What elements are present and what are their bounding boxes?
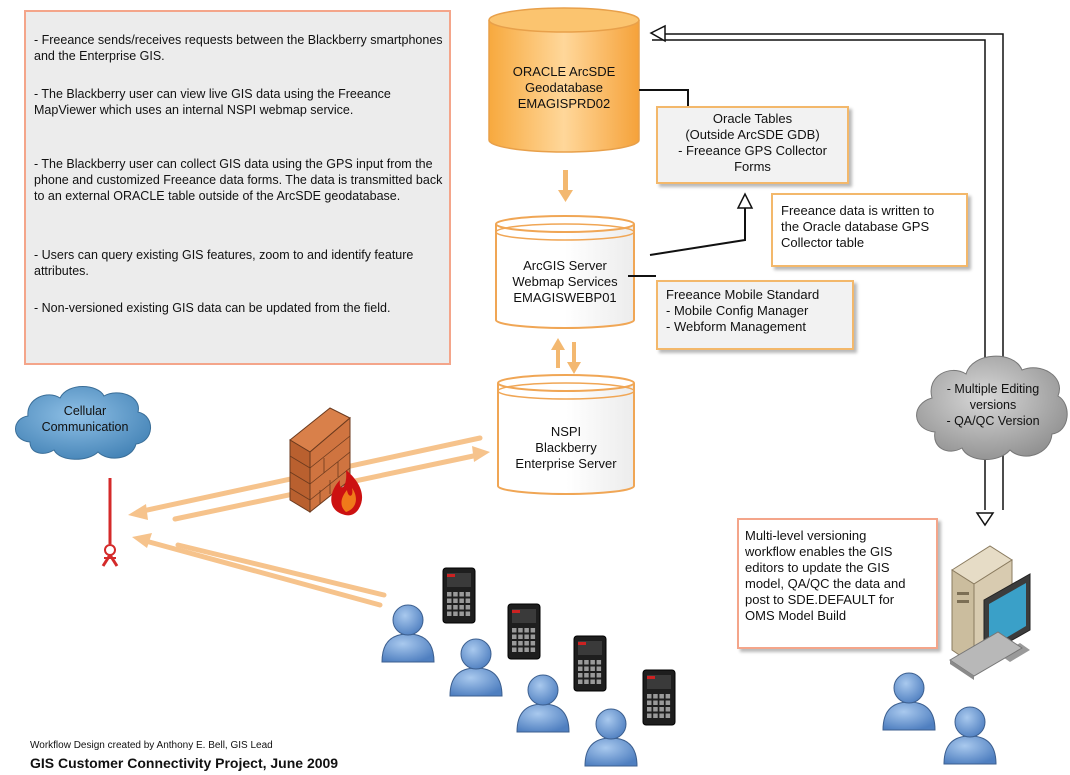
- network-arrowheads: [128, 446, 490, 548]
- blackberry-phones: [442, 567, 676, 726]
- cellular-cloud-icon: [15, 386, 151, 460]
- notes-box: - Freeance sends/receives requests betwe…: [24, 10, 451, 365]
- user-icon: [449, 638, 503, 697]
- versions-cloud-icon: [916, 355, 1068, 460]
- connector-lines: [628, 89, 746, 277]
- footer-title: GIS Customer Connectivity Project, June …: [30, 755, 339, 771]
- note-2: - The Blackberry user can view live GIS …: [34, 87, 391, 117]
- blackberry-phone-icon: [573, 635, 607, 692]
- oracle-tables-box: Oracle Tables(Outside ArcSDE GDB)- Freea…: [656, 106, 849, 184]
- versioning-flow-lines: [652, 33, 1004, 510]
- arrowhead-to-oracle: [649, 24, 666, 43]
- nspi-server-cylinder: [497, 374, 635, 495]
- note-3: - The Blackberry user can collect GIS da…: [34, 157, 443, 203]
- blackberry-phone-icon: [642, 669, 676, 726]
- blackberry-phone-icon: [442, 567, 476, 624]
- users: [381, 604, 997, 767]
- user-icon: [882, 672, 936, 731]
- mobile-standard-box: Freeance Mobile Standard- Mobile Config …: [656, 280, 854, 350]
- note-5: - Non-versioned existing GIS data can be…: [34, 301, 391, 315]
- user-icon: [943, 706, 997, 765]
- arcgis-server-cylinder: [495, 215, 635, 329]
- user-icon: [516, 674, 570, 733]
- user-icon: [584, 708, 638, 767]
- note-1: - Freeance sends/receives requests betwe…: [34, 33, 443, 63]
- blackberry-phone-icon: [507, 603, 541, 660]
- flow-arrows: [551, 170, 581, 374]
- arrowhead-to-desktop: [975, 512, 995, 527]
- user-icon: [381, 604, 435, 663]
- firewall-icon: [289, 407, 363, 516]
- arrowhead-oracle-tables: [736, 192, 754, 209]
- oracle-db-cylinder: [488, 7, 640, 153]
- note-4: - Users can query existing GIS features,…: [34, 248, 414, 278]
- antenna-icon: [101, 478, 119, 567]
- footer-credit: Workflow Design created by Anthony E. Be…: [30, 740, 273, 751]
- desktop-computer-icon: [949, 545, 1031, 680]
